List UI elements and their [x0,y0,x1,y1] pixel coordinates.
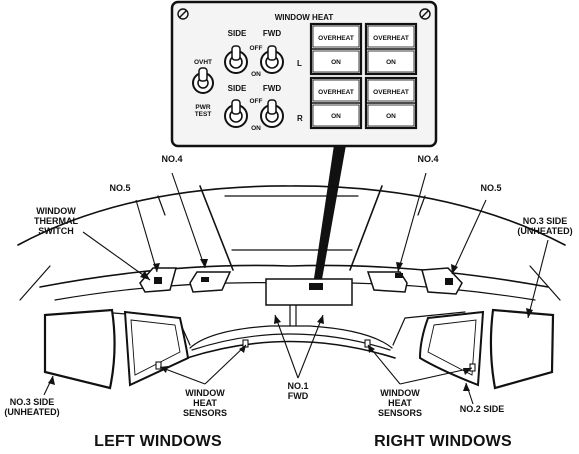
left-heat-sensors-label-2: HEAT [193,398,217,408]
test-label: TEST [195,111,212,118]
annunciator-light-left-fwd: OVERHEAT ON [366,24,416,74]
right-heat-sensors-label-3: SENSORS [378,408,422,418]
lower-on-label: ON [251,125,261,132]
on-light-label: ON [386,59,396,66]
right-no2-side-window [420,312,483,385]
left-heat-sensors-label-3: SENSORS [183,408,227,418]
no2-side-label: NO.2 SIDE [460,404,505,414]
lower-fwd-label: FWD [263,84,281,93]
left-no4-label: NO.4 [161,154,182,164]
right-no3-side-window [491,310,553,388]
overheat-light-label: OVERHEAT [318,89,354,96]
overheat-light-label: OVERHEAT [373,89,409,96]
overheat-light-label: OVERHEAT [318,35,354,42]
ovht-label: OVHT [194,59,212,66]
lower-off-label: OFF [250,98,263,105]
window-thermal-switch-label-3: SWITCH [38,226,74,236]
left-unheated-label: (UNHEATED) [4,407,59,417]
right-no3-side-label: NO.3 SIDE [523,216,568,226]
panel-location-pointer [313,145,346,285]
on-light-label: ON [331,59,341,66]
on-light-label: ON [386,113,396,120]
upper-on-label: ON [251,71,261,78]
right-unheated-label: (UNHEATED) [517,226,572,236]
left-windows-heading: LEFT WINDOWS [94,433,222,450]
upper-fwd-label: FWD [263,29,281,38]
annunciator-light-left-side: OVERHEAT ON [311,24,361,74]
lower-side-label: SIDE [228,84,247,93]
overheat-light-label: OVERHEAT [373,35,409,42]
left-heat-sensors-label-1: WINDOW [185,388,225,398]
upper-off-label: OFF [250,45,263,52]
on-light-label: ON [331,113,341,120]
left-no4-window-frame [190,272,230,292]
right-heat-sensors-label-1: WINDOW [380,388,420,398]
no1-label: NO.1 [287,381,308,391]
right-no4-label: NO.4 [417,154,438,164]
left-no3-side-label: NO.3 SIDE [10,397,55,407]
glareshield-panel-box [266,279,352,305]
pwr-label: PWR [195,104,210,111]
window-thermal-switch-label-2: THERMAL [34,216,78,226]
left-no5-label: NO.5 [109,183,130,193]
right-no5-window-frame [422,268,462,294]
right-no4-window-frame [368,272,407,292]
right-heat-sensors-label-2: HEAT [388,398,412,408]
left-side-indicator-l: L [297,59,302,68]
no1-fwd-label: FWD [288,391,309,401]
right-windows-heading: RIGHT WINDOWS [374,433,512,450]
right-side-indicator-r: R [297,114,303,123]
right-no5-label: NO.5 [480,183,501,193]
annunciator-light-right-fwd: OVERHEAT ON [366,78,416,128]
left-no3-side-window [45,310,115,388]
upper-side-label: SIDE [228,29,247,38]
panel-title: WINDOW HEAT [275,13,334,22]
window-thermal-switch-label-1: WINDOW [36,206,76,216]
annunciator-light-right-side: OVERHEAT ON [311,78,361,128]
window-heat-panel: WINDOW HEAT SIDE FWD OFF ON L OVHT PWR T… [172,2,436,146]
